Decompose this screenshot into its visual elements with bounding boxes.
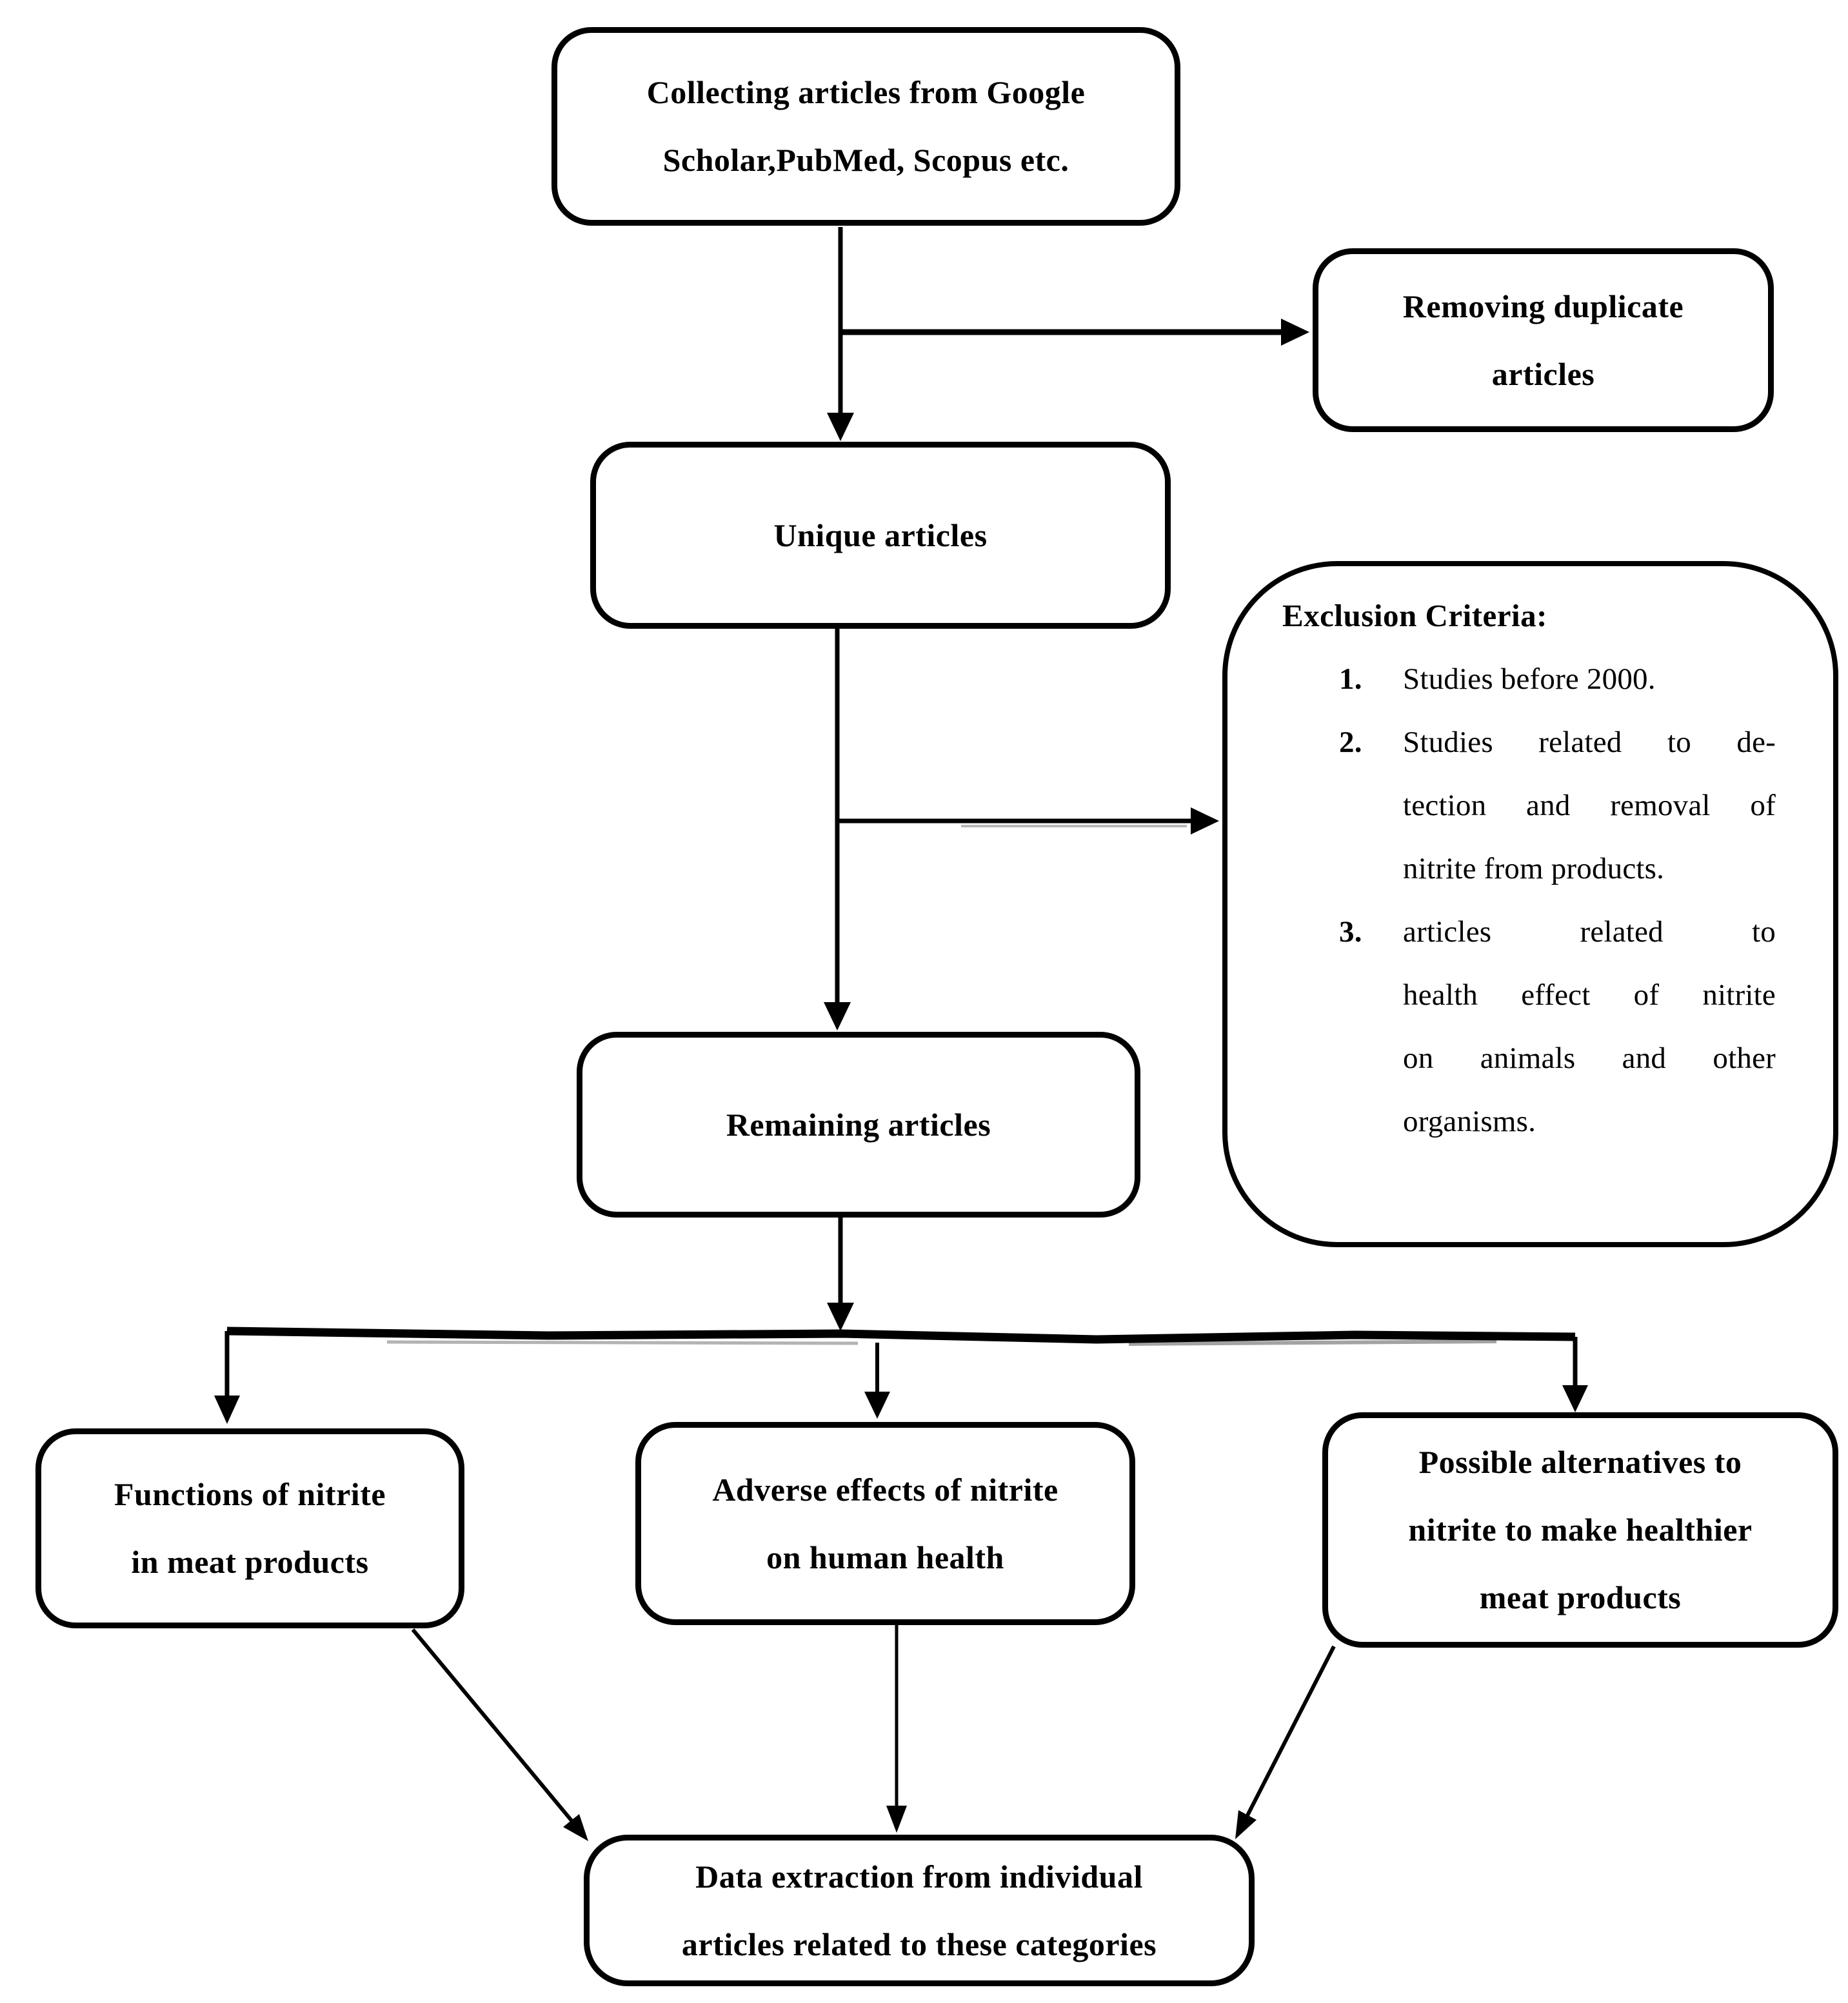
arrowhead-down-unique xyxy=(827,413,854,441)
arrowhead-adverse-extraction xyxy=(886,1806,907,1833)
exclusion-item-2-number: 2. xyxy=(1339,725,1362,759)
exclusion-item-1: 1. Studies before 2000. xyxy=(1339,647,1814,711)
exclusion-criteria-title: Exclusion Criteria: xyxy=(1282,598,1547,633)
scan-artifact xyxy=(386,1340,859,1345)
arrowhead-right-removing xyxy=(1281,319,1309,346)
exclusion-item-2: 2. Studies related to de- tection and re… xyxy=(1339,711,1814,900)
scan-artifact xyxy=(1128,1339,1497,1346)
arrowhead-down-distribution xyxy=(827,1303,854,1331)
arrowhead-alternatives-extraction xyxy=(1235,1810,1257,1839)
exclusion-item-1-text: Studies before 2000. xyxy=(1403,662,1656,696)
exclusion-item-3-text: articles related to health effect of nit… xyxy=(1403,915,1776,1138)
exclusion-item-2-text: Studies related to de- tection and remov… xyxy=(1403,725,1776,885)
arrowhead-down-functions xyxy=(214,1396,240,1424)
node-remaining-articles: Remaining articles xyxy=(577,1032,1140,1218)
arrowhead-down-adverse xyxy=(864,1392,890,1419)
distribution-bar xyxy=(226,1327,1576,1344)
exclusion-item-1-number: 1. xyxy=(1339,662,1362,696)
node-unique-articles-label: Unique articles xyxy=(773,517,988,553)
arrowhead-right-exclusion xyxy=(1191,807,1219,834)
connector-alternatives-extraction xyxy=(1246,1645,1336,1817)
exclusion-item-3: 3. articles related to health effect of … xyxy=(1339,900,1814,1153)
arrowhead-down-remaining xyxy=(824,1002,851,1031)
arrowhead-down-alternatives xyxy=(1562,1385,1588,1412)
node-remaining-articles-label: Remaining articles xyxy=(726,1106,991,1143)
arrowhead-functions-extraction xyxy=(563,1814,588,1841)
node-exclusion-criteria: Exclusion Criteria: 1. Studies before 20… xyxy=(1222,561,1838,1247)
connector-functions-extraction xyxy=(411,1628,573,1822)
node-unique-articles: Unique articles xyxy=(590,442,1171,629)
exclusion-item-3-number: 3. xyxy=(1339,915,1362,949)
